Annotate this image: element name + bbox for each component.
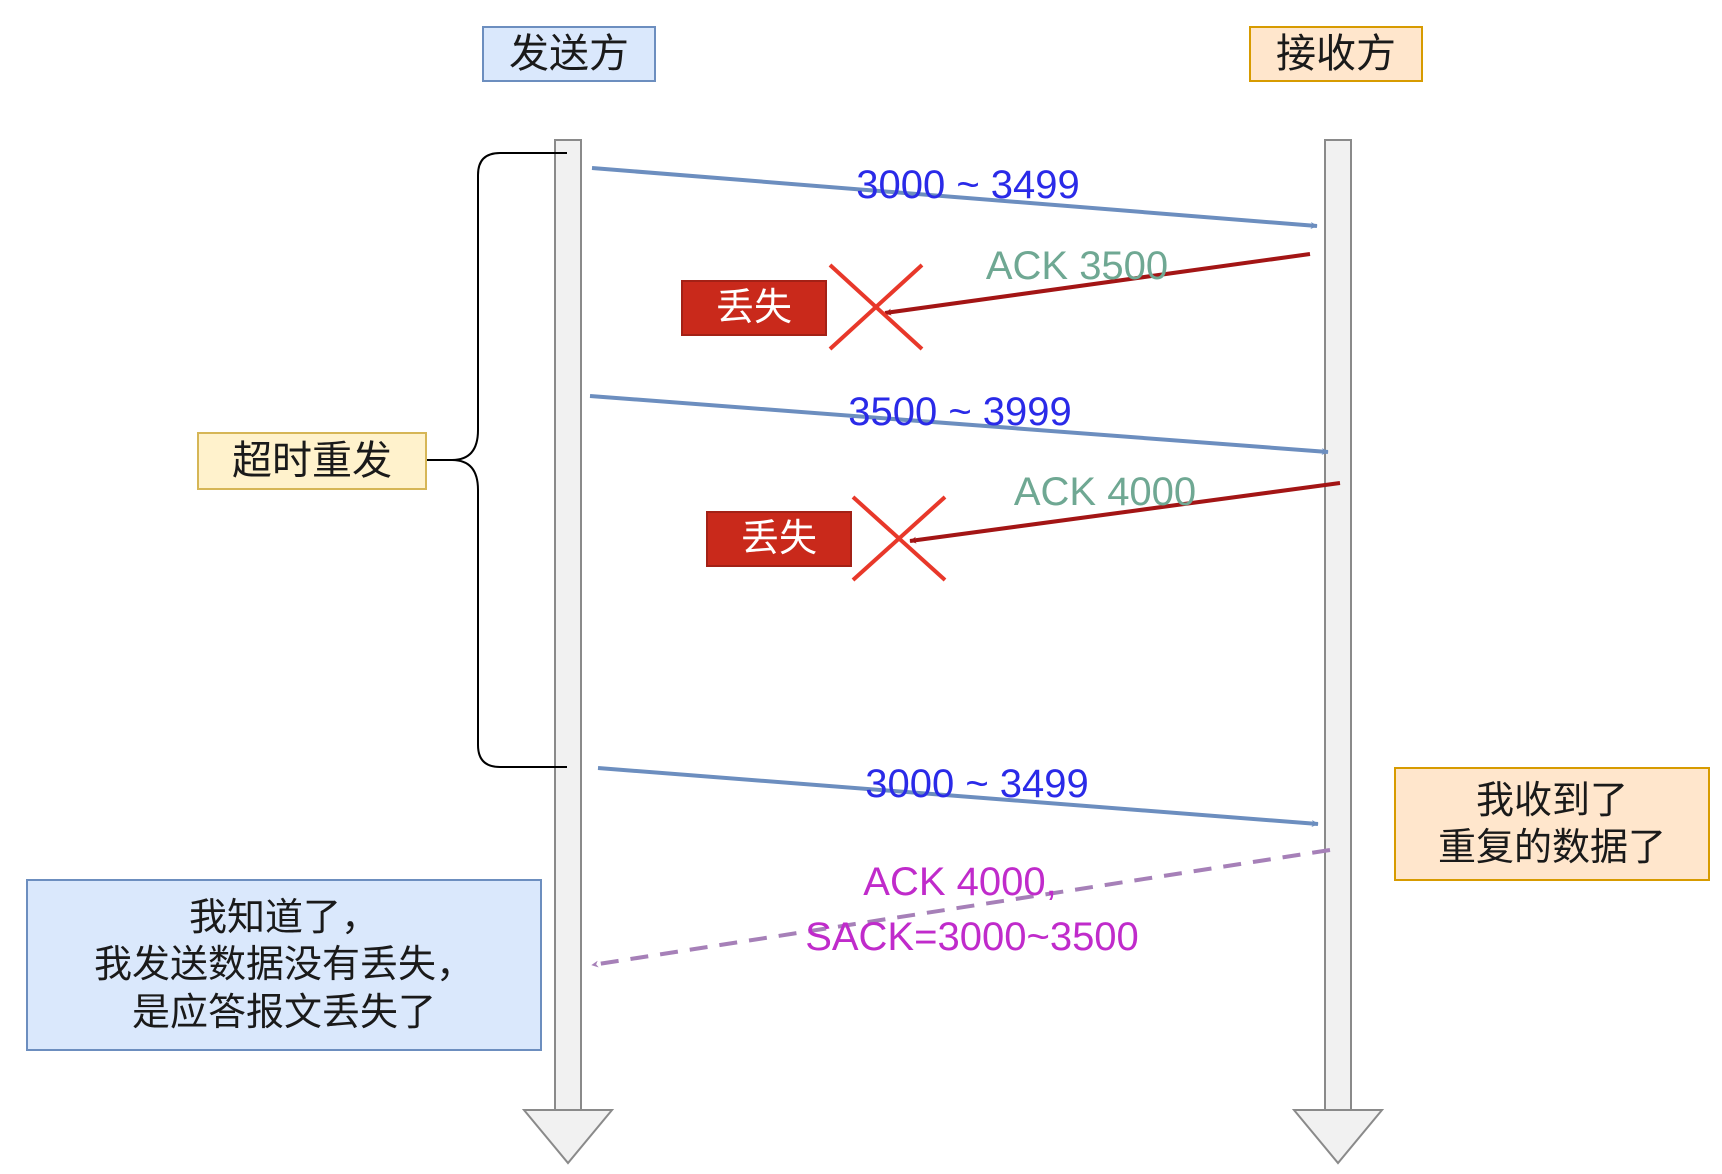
- ack-arrow-1: [884, 252, 1311, 316]
- receiver-lifeline-bar: [1324, 139, 1352, 1111]
- sender-note: 我知道了， 我发送数据没有丢失， 是应答报文丢失了: [26, 879, 542, 1051]
- sender-lifeline-arrowhead: [521, 1109, 615, 1165]
- lost-cross-2: [851, 495, 947, 582]
- message-label-2: 3500 ~ 3999: [848, 390, 1072, 434]
- receiver-lifeline: [1291, 139, 1385, 1165]
- message-arrow-3: [597, 766, 1319, 828]
- sender-lifeline-bar: [554, 139, 582, 1111]
- lost-badge-1: 丢失: [681, 280, 827, 336]
- timeout-brace: [451, 152, 567, 768]
- sack-label-line-1: ACK 4000,: [863, 860, 1056, 904]
- receiver-lifeline-arrowhead: [1291, 1109, 1385, 1165]
- receiver-note: 我收到了 重复的数据了: [1394, 767, 1710, 881]
- sender-title: 发送方: [482, 26, 656, 82]
- ack-arrow-2: [909, 481, 1341, 544]
- receiver-title: 接收方: [1249, 26, 1423, 82]
- ack-label-2: ACK 4000: [1014, 470, 1196, 514]
- ack-label-1: ACK 3500: [986, 244, 1168, 288]
- lost-badge-2: 丢失: [706, 511, 852, 567]
- message-arrow-1: [591, 166, 1318, 229]
- timeout-retransmit-label: 超时重发: [197, 432, 427, 490]
- sack-label-line-2: SACK=3000~3500: [805, 915, 1139, 959]
- message-arrow-2: [589, 394, 1329, 456]
- lost-cross-1: [828, 263, 924, 351]
- message-label-1: 3000 ~ 3499: [856, 163, 1080, 207]
- sender-lifeline: [521, 139, 615, 1165]
- sack-arrow: [591, 848, 1331, 968]
- message-label-3: 3000 ~ 3499: [865, 762, 1089, 806]
